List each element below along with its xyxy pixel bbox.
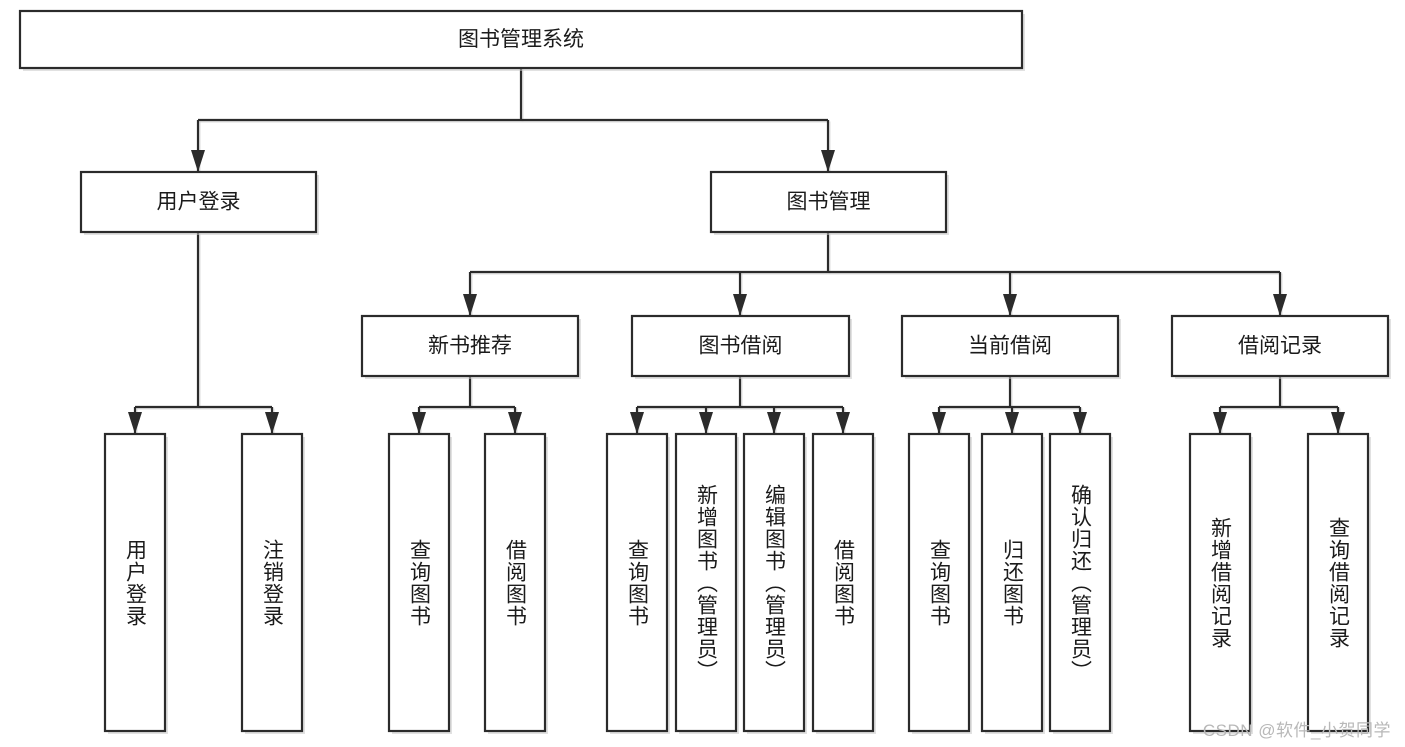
level2-node-1-label: 图书管理 (787, 191, 871, 214)
leaf-node-9[interactable] (980, 432, 1044, 733)
leaf-node-2[interactable] (387, 432, 451, 733)
borrow-to-leaves-arrow-2 (767, 412, 781, 434)
borrow-to-leaves-arrow-3 (836, 412, 850, 434)
level3-node-2[interactable] (900, 314, 1120, 378)
level3-node-1-label: 图书借阅 (699, 335, 783, 358)
record-to-leaves-arrow-1 (1331, 412, 1345, 434)
current-to-leaves-arrow-1 (1005, 412, 1019, 434)
root-node-0-label: 图书管理系统 (458, 28, 584, 51)
level3-node-0[interactable] (360, 314, 580, 378)
record-to-leaves-arrow-0 (1213, 412, 1227, 434)
leaf-node-4[interactable] (605, 432, 669, 733)
leaf-node-12[interactable] (1306, 432, 1370, 733)
level2-node-0-label: 用户登录 (157, 191, 241, 214)
leaf-node-5[interactable] (674, 432, 738, 733)
current-to-leaves-arrow-0 (932, 412, 946, 434)
books-to-level3-arrow-3 (1273, 294, 1287, 316)
leaf-node-0[interactable] (103, 432, 167, 733)
level3-node-2-label: 当前借阅 (968, 335, 1052, 358)
leaf-node-10[interactable] (1048, 432, 1112, 733)
leaf-node-8[interactable] (907, 432, 971, 733)
login-to-leaves-arrow-0 (128, 412, 142, 434)
level3-node-3[interactable] (1170, 314, 1390, 378)
borrow-to-leaves-arrow-0 (630, 412, 644, 434)
leaf-node-1[interactable] (240, 432, 304, 733)
root-node-0[interactable] (18, 9, 1024, 70)
books-to-level3-arrow-1 (733, 294, 747, 316)
leaf-node-7[interactable] (811, 432, 875, 733)
level3-node-3-label: 借阅记录 (1238, 335, 1322, 358)
level2-node-0[interactable] (79, 170, 318, 234)
leaf-node-6[interactable] (742, 432, 806, 733)
newbook-to-leaves-arrow-0 (412, 412, 426, 434)
newbook-to-leaves-arrow-1 (508, 412, 522, 434)
borrow-to-leaves-arrow-1 (699, 412, 713, 434)
level3-node-0-label: 新书推荐 (428, 335, 512, 358)
books-to-level3-arrow-0 (463, 294, 477, 316)
level2-node-1[interactable] (709, 170, 948, 234)
root-to-level2-arrow-0 (191, 150, 205, 172)
watermark: CSDN @软件_小贺同学 (1202, 721, 1391, 740)
leaf-node-11[interactable] (1188, 432, 1252, 733)
current-to-leaves-arrow-2 (1073, 412, 1087, 434)
books-to-level3-arrow-2 (1003, 294, 1017, 316)
box-layer (18, 9, 1391, 734)
leaf-node-3[interactable] (483, 432, 547, 733)
level3-node-1[interactable] (630, 314, 851, 378)
login-to-leaves-arrow-1 (265, 412, 279, 434)
root-to-level2-arrow-1 (821, 150, 835, 172)
connector-layer (128, 68, 1345, 436)
